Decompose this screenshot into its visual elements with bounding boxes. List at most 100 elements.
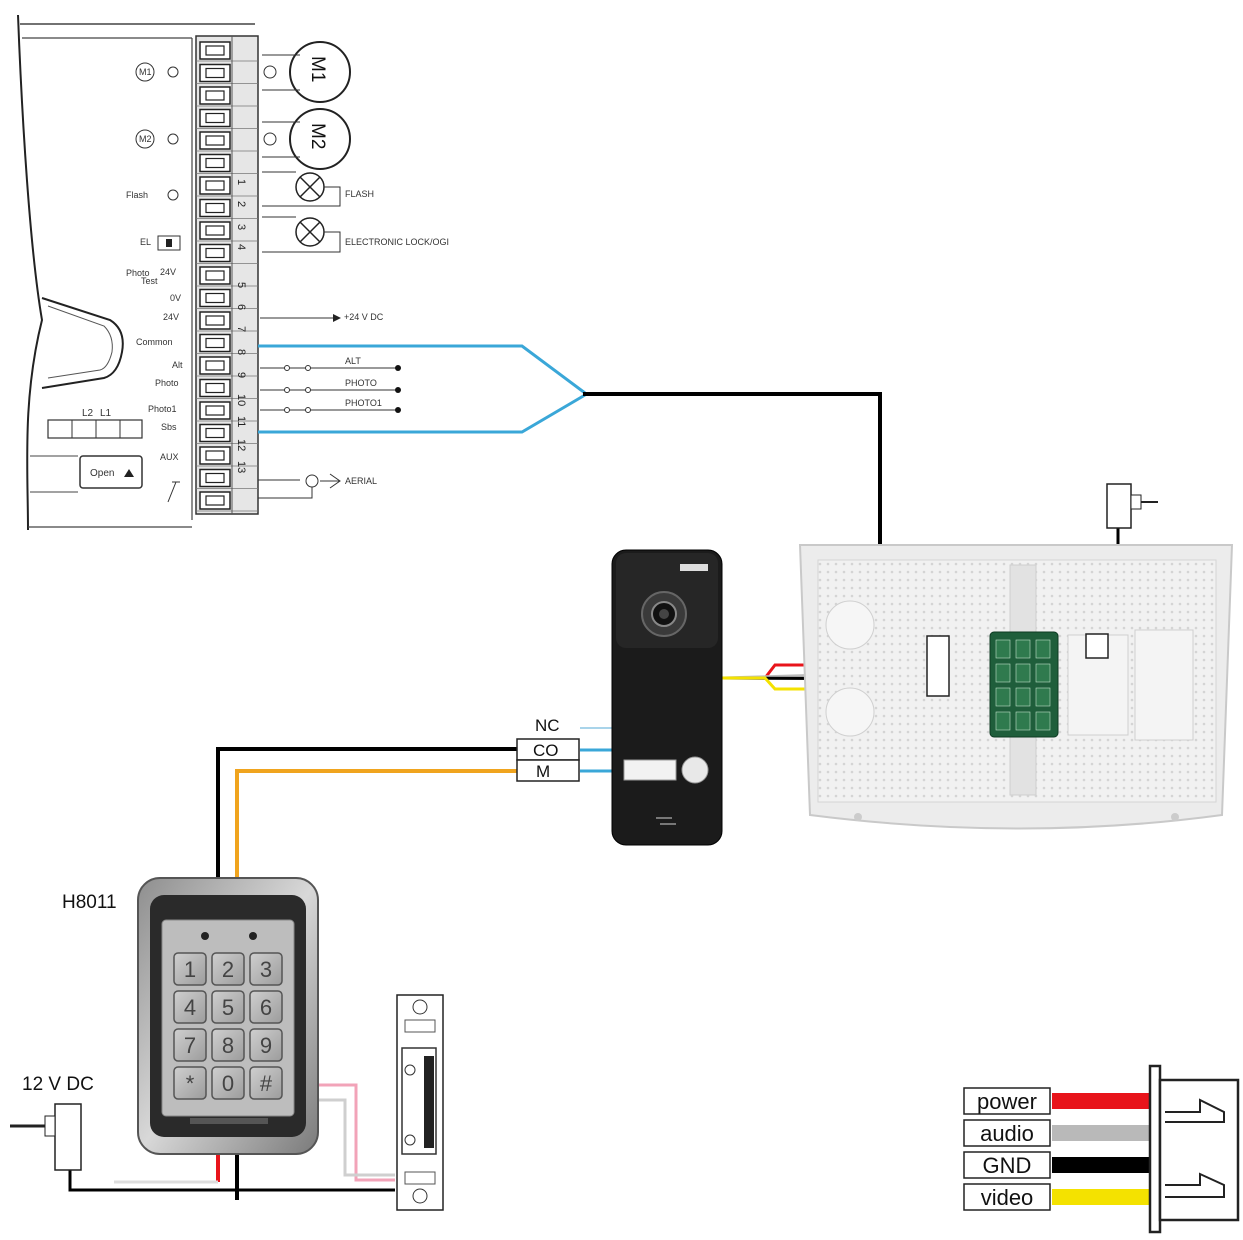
keypad-model-label: H8011	[62, 892, 117, 913]
keypad-key[interactable]: 4	[173, 990, 207, 1024]
terminal-number: 4	[235, 244, 247, 250]
relay-label-m: M	[536, 762, 550, 781]
label-alt-right: ALT	[345, 356, 361, 366]
name-plate	[623, 759, 677, 781]
keypad-key[interactable]: 3	[249, 952, 283, 986]
terminal-number: 1	[235, 179, 247, 185]
label-photo1-right: PHOTO1	[345, 398, 382, 408]
keypad-key[interactable]: 6	[249, 990, 283, 1024]
legend-wire-swatch	[1052, 1125, 1150, 1141]
terminal-number: 9	[235, 372, 247, 378]
rfid-icon	[656, 817, 676, 825]
monitor-connector-power	[1085, 633, 1109, 659]
legend-label: power	[977, 1089, 1037, 1114]
label-motor2: M2	[307, 123, 328, 149]
legend-label: video	[981, 1185, 1034, 1210]
svg-text:0: 0	[222, 1071, 234, 1096]
legend-label-box	[963, 1119, 1051, 1147]
flash-icon	[167, 189, 179, 201]
relay-terminals: NC CO M	[516, 716, 580, 782]
supply-label: 12 V DC	[22, 1074, 94, 1095]
label-common: Common	[136, 337, 173, 347]
svg-text:9: 9	[260, 1033, 272, 1058]
terminal-number: 10	[235, 394, 247, 406]
keypad-key[interactable]: #	[249, 1066, 283, 1100]
keypad-key[interactable]: 7	[173, 1028, 207, 1062]
legend-label-box	[963, 1087, 1051, 1115]
svg-text:5: 5	[222, 995, 234, 1020]
terminal-number: 13	[235, 461, 247, 473]
blue-wire-common	[258, 344, 586, 395]
label-m1-left: M1	[139, 67, 152, 77]
antenna-icon	[167, 481, 180, 503]
controller-left-labels: M1 M2 Flash EL Photo Test 24V 0V 24V Com…	[126, 62, 183, 503]
keypad-key[interactable]: 9	[249, 1028, 283, 1062]
motor1-icon	[289, 41, 351, 103]
label-0v: 0V	[170, 293, 181, 303]
label-plus24: +24 V DC	[344, 312, 384, 322]
keypad-key[interactable]: 2	[211, 952, 245, 986]
indoor-monitor	[798, 544, 1234, 830]
keypad-key[interactable]: 0	[211, 1066, 245, 1100]
legend-wire-swatch	[1052, 1157, 1150, 1173]
legend-label-box	[963, 1183, 1051, 1211]
terminal-number: 3	[235, 224, 247, 230]
label-lock: ELECTRONIC LOCK/OGI	[345, 237, 449, 247]
terminal-number: 2	[235, 201, 247, 207]
label-motor1: M1	[307, 56, 328, 82]
keypad-key[interactable]: 8	[211, 1028, 245, 1062]
terminal-number: 5	[235, 282, 247, 288]
electric-strike	[396, 994, 444, 1211]
motor2-icon	[289, 108, 351, 170]
label-24v: 24V	[163, 312, 179, 322]
terminal-number: 8	[235, 349, 247, 355]
svg-text:8: 8	[222, 1033, 234, 1058]
label-photo-test-a: Photo	[126, 268, 150, 278]
terminal-number: 12	[235, 439, 247, 451]
label-photo-left: Photo	[155, 378, 179, 388]
label-aerial: AERIAL	[345, 476, 377, 486]
legend-label: GND	[983, 1153, 1032, 1178]
keypad-key[interactable]: 1	[173, 952, 207, 986]
monitor-connector-left	[926, 635, 950, 697]
controller-right-symbols: M1 M2 FLASH ELECTRONIC LOCK/OGI +24 V DC…	[258, 41, 449, 499]
label-flash-left: Flash	[126, 190, 148, 200]
legend-label: audio	[980, 1121, 1034, 1146]
label-photo1-left: Photo1	[148, 404, 177, 414]
svg-text:#: #	[260, 1071, 273, 1096]
svg-text:6: 6	[260, 995, 272, 1020]
keypad-key[interactable]: 5	[211, 990, 245, 1024]
connector-plug-icon	[1148, 1064, 1162, 1234]
keypad-h8011: H8011 1 2 3 4 5 6 7 8 9 * 0 #	[62, 877, 319, 1155]
speaker-icon	[825, 600, 875, 650]
label-flash-right: FLASH	[345, 189, 374, 199]
svg-text:2: 2	[222, 957, 234, 982]
black-wire-to-keypad	[216, 747, 517, 880]
svg-text:*: *	[186, 1071, 195, 1096]
label-l1: L1	[100, 408, 112, 419]
keypad-key[interactable]: *	[173, 1066, 207, 1100]
svg-text:4: 4	[184, 995, 196, 1020]
keypad-power-supply: 12 V DC	[10, 1074, 94, 1171]
legend-label-box	[963, 1151, 1051, 1179]
label-aux: AUX	[160, 452, 179, 462]
label-m2-left: M2	[139, 134, 152, 144]
orange-wire-to-keypad	[235, 769, 517, 880]
blue-wire-sbs	[258, 393, 586, 434]
monitor-power-adapter	[1106, 483, 1158, 529]
relay-label-co: CO	[533, 741, 559, 760]
label-l2: L2	[82, 408, 94, 419]
svg-text:3: 3	[260, 957, 272, 982]
legend-wire-swatch	[1052, 1189, 1150, 1205]
terminal-number: 11	[235, 416, 247, 427]
terminal-number: 6	[235, 304, 247, 310]
call-button[interactable]	[681, 756, 709, 784]
svg-text:7: 7	[184, 1033, 196, 1058]
label-photo-test-b: Test	[141, 276, 158, 286]
label-sbs: Sbs	[161, 422, 177, 432]
svg-text:1: 1	[184, 957, 196, 982]
legend-wire-swatch	[1052, 1093, 1150, 1109]
up-arrow-icon	[124, 469, 134, 477]
